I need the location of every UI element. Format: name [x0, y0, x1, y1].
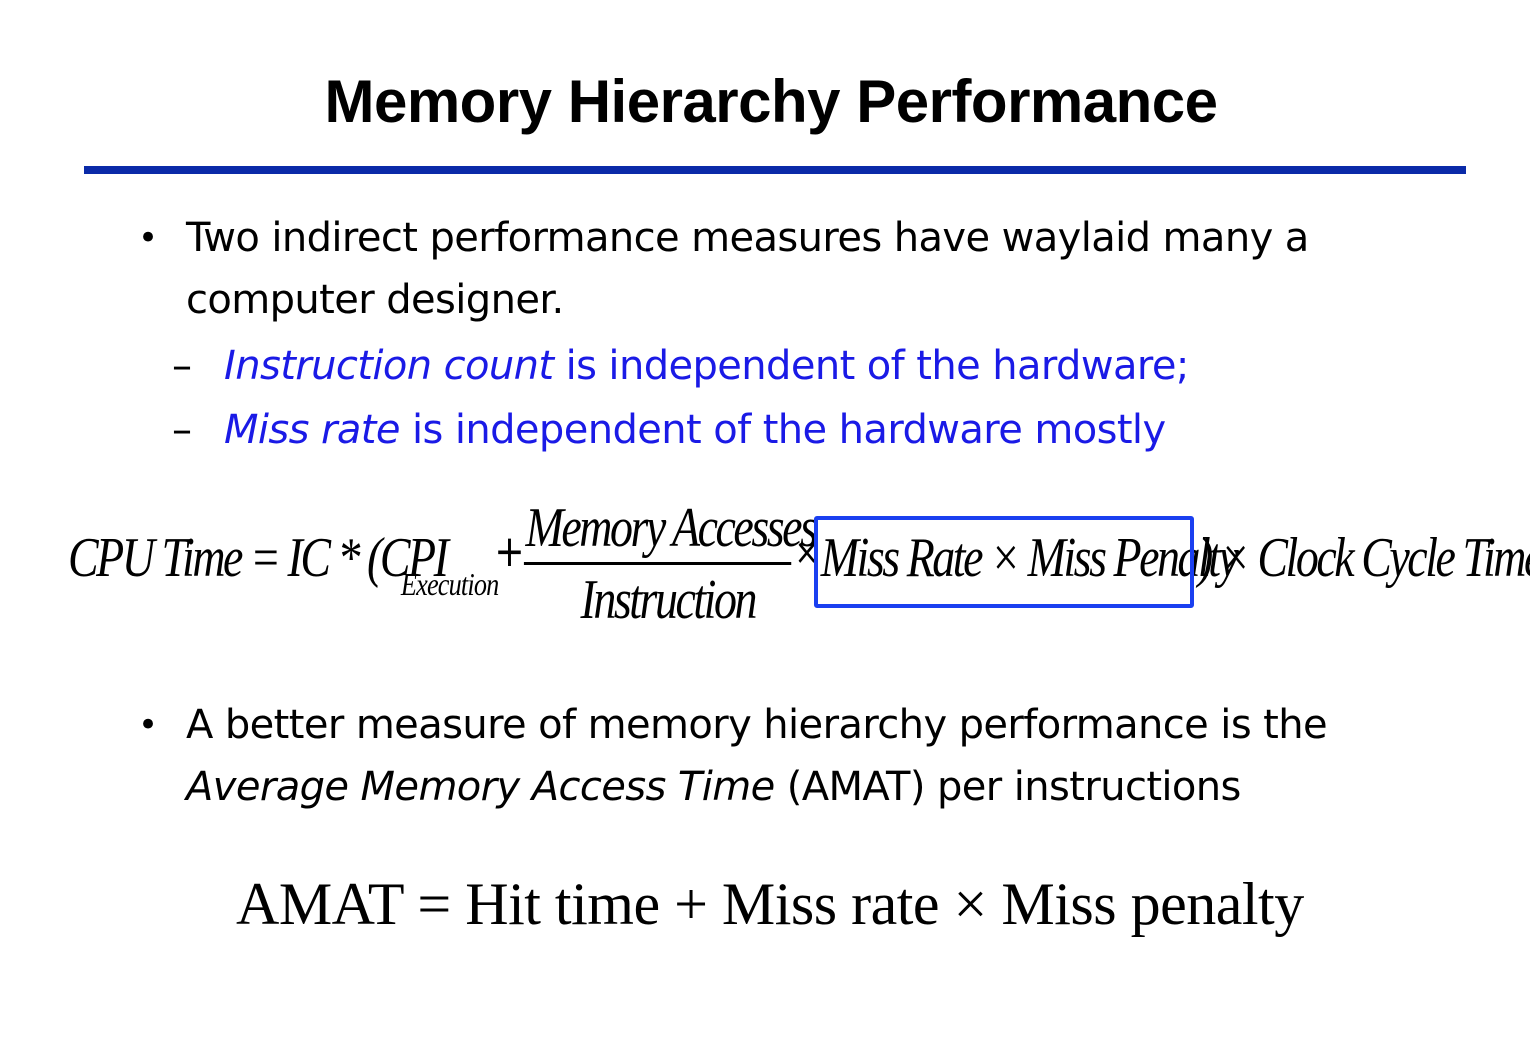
fraction-bar — [523, 562, 792, 565]
formula-subscript: Execution — [400, 566, 499, 602]
sub-item-text: is independent of the hardware mostly — [399, 407, 1166, 453]
bullet-indirect-measures: • Two indirect performance measures have… — [138, 207, 1486, 331]
sub-item-italic: Miss rate — [224, 407, 400, 453]
bullet-italic: Average Memory Access Time — [186, 764, 775, 810]
bullet-text: A better measure of memory hierarchy per… — [186, 702, 1328, 748]
dash-marker: – — [172, 343, 192, 389]
sub-item-italic: Instruction count — [224, 343, 554, 389]
formula-lhs: CPU Time = IC * (CPI — [68, 527, 449, 589]
bullet-text-after: (AMAT) per instructions — [774, 764, 1242, 810]
formula-denominator: Instruction — [580, 569, 758, 631]
bullet-amat: • A better measure of memory hierarchy p… — [138, 694, 1486, 818]
bullet-marker: • — [138, 705, 158, 745]
dash-marker: – — [172, 407, 192, 453]
sub-item-instruction-count: – Instruction count is independent of th… — [172, 334, 1190, 398]
title-underline — [84, 166, 1466, 174]
amat-formula: AMAT = Hit time + Miss rate × Miss penal… — [236, 871, 1304, 937]
cpu-time-formula: CPU Time = IC * (CPI Execution + Memory … — [68, 496, 1530, 636]
formula-plus: + — [494, 526, 525, 577]
formula-rest: ) × Clock Cycle Time — [1197, 527, 1530, 589]
bullet-text: Two indirect performance measures have w… — [186, 215, 1309, 323]
slide-title: Memory Hierarchy Performance — [324, 68, 1218, 135]
formula-numerator: Memory Accesses — [525, 497, 818, 559]
formula-highlighted-term: Miss Rate × Miss Penalty — [820, 527, 1239, 589]
sub-item-text: is independent of the hardware; — [553, 343, 1190, 389]
bullet-marker: • — [138, 218, 158, 258]
highlight-box — [814, 516, 1194, 608]
sub-item-miss-rate: – Miss rate is independent of the hardwa… — [172, 398, 1166, 462]
